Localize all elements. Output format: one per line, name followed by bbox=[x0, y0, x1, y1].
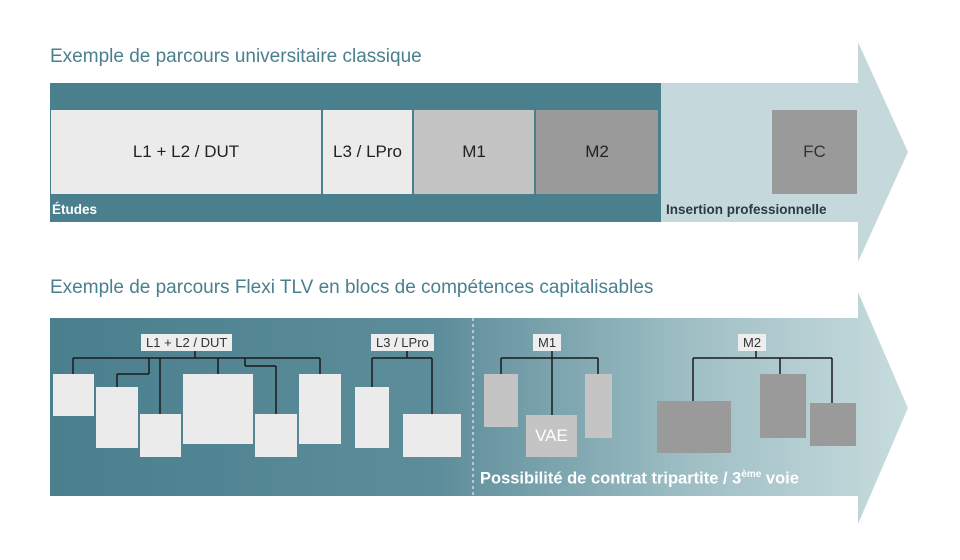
box-m2 bbox=[536, 110, 658, 194]
box-fc bbox=[772, 110, 857, 194]
tree-m1 bbox=[500, 351, 599, 415]
tag-m2: M2 bbox=[738, 334, 767, 351]
vae-block-label: VAE bbox=[535, 426, 568, 445]
insertion-label: Insertion professionnelle bbox=[666, 202, 827, 217]
tripartite-contract-note: Possibilité de contrat tripartite / 3ème… bbox=[480, 469, 799, 488]
box-fc-label: FC bbox=[803, 142, 826, 161]
blocks-m2 bbox=[657, 374, 856, 453]
box-l1-l2-dut-label: L1 + L2 / DUT bbox=[132, 142, 240, 161]
box-l3-lpro bbox=[323, 110, 412, 194]
box-m1 bbox=[414, 110, 534, 194]
classic-path-title: Exemple de parcours universitaire classi… bbox=[50, 46, 422, 67]
tag-l1-l2-dut: L1 + L2 / DUT bbox=[141, 334, 233, 351]
tree-m2 bbox=[692, 351, 833, 403]
tag-m1: M1 bbox=[533, 334, 562, 351]
box-m1-label: M1 bbox=[462, 142, 486, 161]
blocks-l1-l2 bbox=[53, 374, 341, 457]
tag-l3-lpro: L3 / LPro bbox=[371, 334, 434, 351]
tree-l3 bbox=[371, 351, 433, 414]
flexi-arrow bbox=[50, 292, 908, 524]
tree-l1-l2 bbox=[72, 351, 321, 414]
box-l1-l2-dut bbox=[51, 110, 321, 194]
box-m2-label: M2 bbox=[585, 142, 609, 161]
blocks-m1 bbox=[484, 374, 612, 457]
box-l3-lpro-label: L3 / LPro bbox=[333, 142, 402, 161]
flexi-path-title: Exemple de parcours Flexi TLV en blocs d… bbox=[50, 277, 654, 298]
blocks-l3 bbox=[355, 387, 461, 457]
studies-label: Études bbox=[52, 202, 98, 217]
